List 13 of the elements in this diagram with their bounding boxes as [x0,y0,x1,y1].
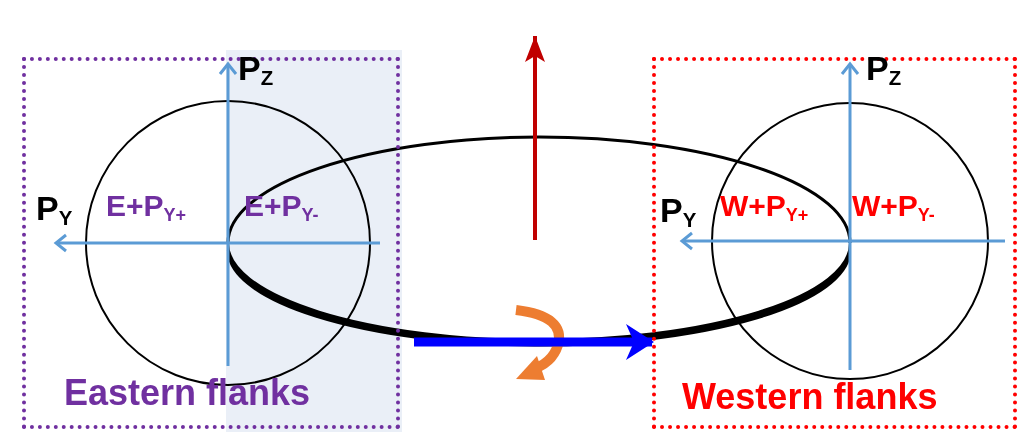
region-title: Western flanks [682,379,938,415]
axis-label: P$_{Z}$ [238,51,274,85]
region-frame [22,57,400,429]
axis-label: P$_{Y}$ [36,191,73,225]
region-title: Eastern flanks [64,375,311,411]
sector-label: E+P$_{Y+}$ [106,191,187,221]
sector-label: E+P$_{Y-}$ [244,191,319,221]
sector-label: W+P$_{Y-}$ [852,191,935,221]
axis-label: P$_{Y}$ [660,193,697,227]
axis-label: P$_{Z}$ [866,51,902,85]
sector-label: W+P$_{Y+}$ [720,191,809,221]
arrow [414,324,654,360]
region-frame [652,57,1017,429]
